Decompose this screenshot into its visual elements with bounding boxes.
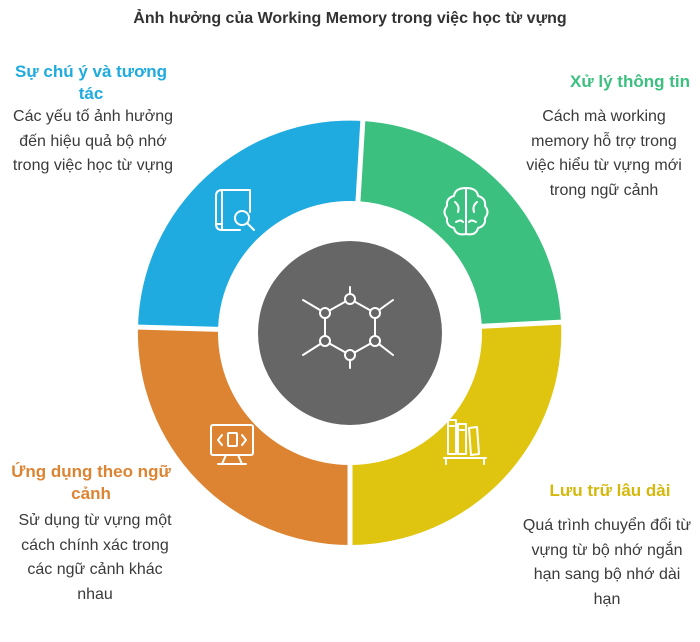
description-attention-interaction: Các yếu tố ảnh hưởng đến hiệu quả bộ nhớ… [12,108,174,174]
network-hexagon-icon [302,286,394,369]
center-circle [258,241,442,425]
heading-long-term-storage: Lưu trữ lâu dài [549,481,671,500]
heading-information-processing: Xử lý thông tin [570,72,690,91]
book-search-icon [215,189,255,231]
brain-icon [443,187,489,236]
heading-contextual-application: Ứng dụng theo ngữ cảnh [11,462,171,503]
description-information-processing: Cách mà working memory hỗ trợ trong việc… [526,108,682,199]
description-long-term-storage: Quá trình chuyển đổi từ vựng từ bộ nhớ n… [522,517,692,608]
monitor-code-icon [210,424,254,465]
description-contextual-application: Sử dụng từ vựng một cách chính xác trong… [18,512,172,603]
diagram-title: Ảnh hưởng của Working Memory trong việc … [133,10,567,27]
bookshelf-icon [443,419,487,465]
heading-attention-interaction: Sự chú ý và tương tác [15,62,167,103]
